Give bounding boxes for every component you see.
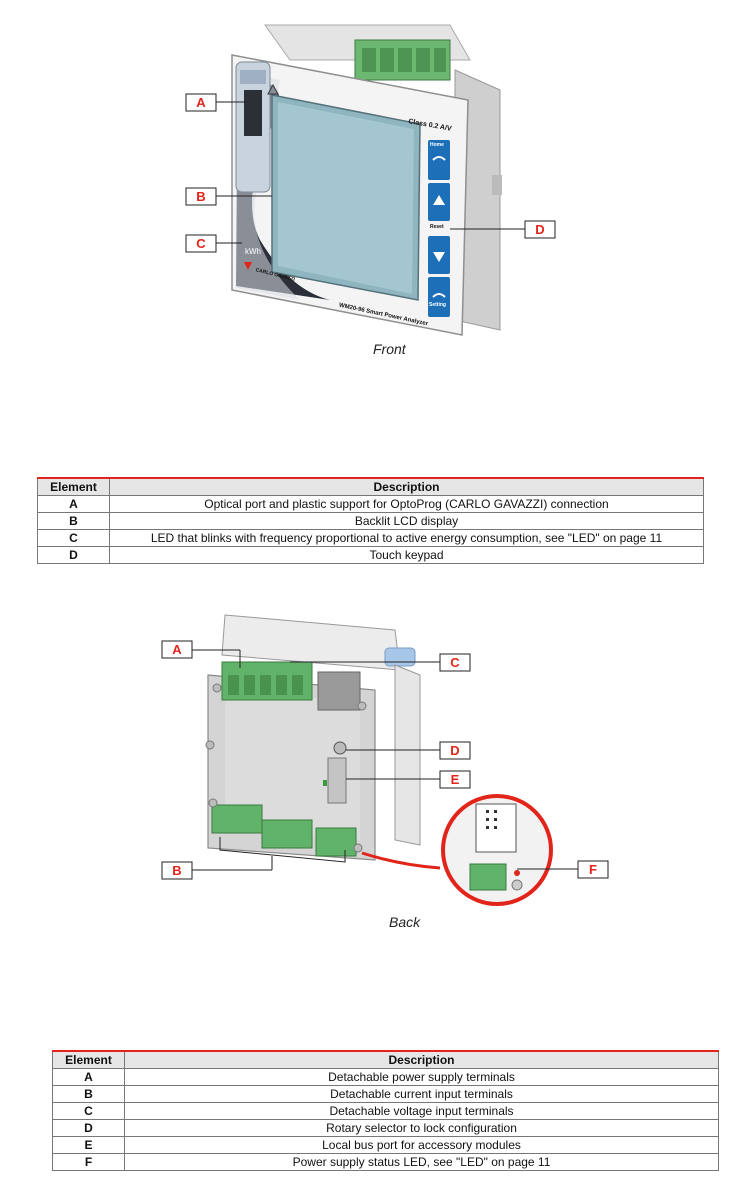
element-cell: D: [52, 1119, 125, 1137]
table-row: C LED that blinks with frequency proport…: [37, 529, 704, 547]
element-cell: A: [37, 495, 110, 513]
element-cell: E: [52, 1136, 125, 1154]
front-callout-c: C: [196, 236, 206, 251]
description-cell: Backlit LCD display: [109, 512, 704, 530]
description-cell: Local bus port for accessory modules: [124, 1136, 719, 1154]
back-callout-f: F: [589, 862, 597, 877]
front-callout-a: A: [196, 95, 206, 110]
header-element: Element: [37, 477, 110, 496]
description-cell: LED that blinks with frequency proportio…: [109, 529, 704, 547]
description-cell: Detachable current input terminals: [124, 1085, 719, 1103]
description-cell: Detachable voltage input terminals: [124, 1102, 719, 1120]
back-device-illustration: [161, 614, 609, 906]
element-cell: B: [37, 512, 110, 530]
table-row: A Detachable power supply terminals: [52, 1068, 719, 1086]
description-cell: Touch keypad: [109, 546, 704, 564]
table-row: F Power supply status LED, see "LED" on …: [52, 1153, 719, 1171]
element-cell: C: [52, 1102, 125, 1120]
front-callout-b: B: [196, 189, 206, 204]
front-device-illustration: [185, 24, 556, 336]
header-description: Description: [124, 1050, 719, 1069]
element-cell: A: [52, 1068, 125, 1086]
table-row: E Local bus port for accessory modules: [52, 1136, 719, 1154]
description-cell: Detachable power supply terminals: [124, 1068, 719, 1086]
table-row: B Backlit LCD display: [37, 512, 704, 530]
kwh-label: kWh: [245, 247, 261, 256]
key-home-label: Home: [430, 142, 444, 148]
back-elements-table: Element Description A Detachable power s…: [52, 1050, 719, 1171]
key-reset-label: Reset: [430, 224, 444, 230]
table-row: B Detachable current input terminals: [52, 1085, 719, 1103]
element-cell: C: [37, 529, 110, 547]
table-row: D Rotary selector to lock configuration: [52, 1119, 719, 1137]
table-row: C Detachable voltage input terminals: [52, 1102, 719, 1120]
back-callout-e: E: [450, 772, 460, 787]
element-cell: D: [37, 546, 110, 564]
front-callout-d: D: [535, 222, 545, 237]
back-callout-b: B: [172, 863, 182, 878]
table-header-row: Element Description: [37, 477, 704, 496]
front-caption: Front: [373, 341, 406, 357]
table-row: D Touch keypad: [37, 546, 704, 564]
element-cell: B: [52, 1085, 125, 1103]
back-caption: Back: [389, 914, 421, 930]
front-figure: Class 0.2 A/V kWh CARLO GAVAZZI WM20-96 …: [0, 0, 740, 360]
back-figure: A C D E B F Back: [0, 600, 740, 940]
back-callout-c: C: [450, 655, 460, 670]
table-row: A Optical port and plastic support for O…: [37, 495, 704, 513]
header-description: Description: [109, 477, 704, 496]
header-element: Element: [52, 1050, 125, 1069]
table-header-row: Element Description: [52, 1050, 719, 1069]
key-setting-label: Setting: [429, 302, 446, 308]
description-cell: Power supply status LED, see "LED" on pa…: [124, 1153, 719, 1171]
description-cell: Rotary selector to lock configuration: [124, 1119, 719, 1137]
description-cell: Optical port and plastic support for Opt…: [109, 495, 704, 513]
back-callout-a: A: [172, 642, 182, 657]
back-callout-d: D: [450, 743, 460, 758]
element-cell: F: [52, 1153, 125, 1171]
front-elements-table: Element Description A Optical port and p…: [37, 477, 704, 564]
